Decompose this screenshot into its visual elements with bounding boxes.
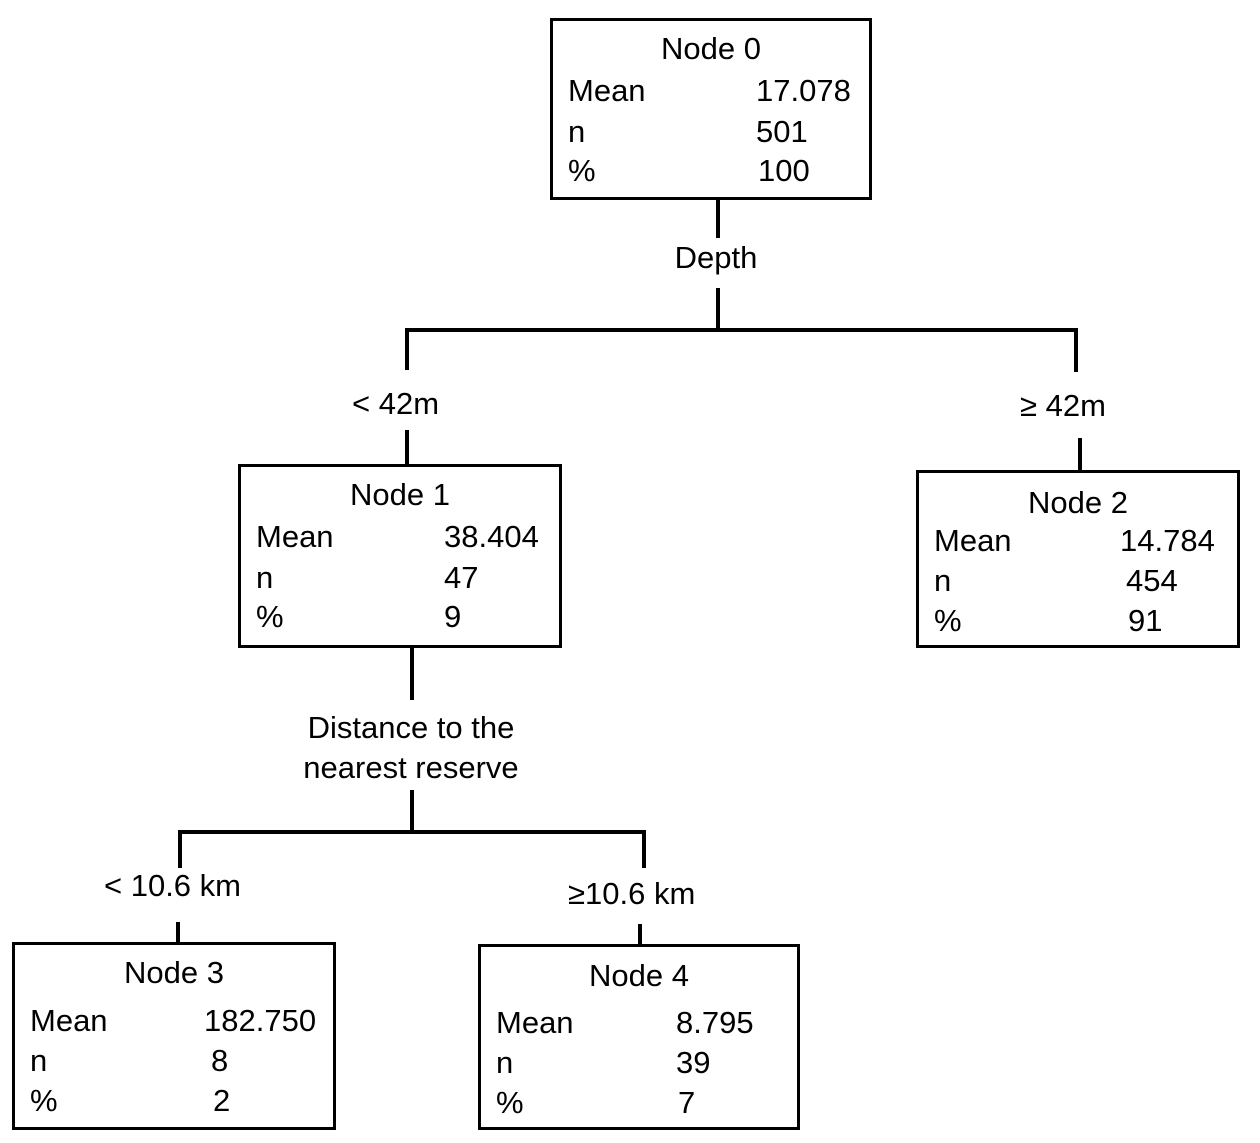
- node-3-pct-label: %: [30, 1083, 58, 1118]
- node-1-n-value: 47: [444, 560, 479, 595]
- split-0-right-condition: ≥ 42m: [1020, 388, 1106, 424]
- node-0-mean-label: Mean: [568, 73, 646, 108]
- node-3-pct-row: % 2: [30, 1083, 323, 1119]
- node-2-n-row: n 454: [934, 563, 1227, 599]
- node-0-mean-row: Mean 17.078: [568, 73, 859, 109]
- node-3-n-label: n: [30, 1043, 48, 1078]
- node-3-mean-label: Mean: [30, 1003, 108, 1038]
- node-3-n-row: n 8: [30, 1043, 323, 1079]
- node-4-n-value: 39: [676, 1045, 711, 1080]
- node-1-n-label: n: [256, 560, 274, 595]
- node-4-mean-row: Mean 8.795: [496, 1005, 787, 1041]
- node-2-mean-label: Mean: [934, 523, 1012, 558]
- node-4-mean-label: Mean: [496, 1005, 574, 1040]
- node-4-title: Node 4: [589, 958, 689, 993]
- node-1-mean-value: 38.404: [444, 519, 539, 554]
- node-3-mean-value: 182.750: [204, 1003, 317, 1038]
- split-0-left-condition: < 42m: [352, 386, 440, 422]
- node-1-pct-label: %: [256, 599, 284, 634]
- node-4-n-label: n: [496, 1045, 514, 1080]
- node-0-n-label: n: [568, 114, 586, 149]
- node-1-mean-row: Mean 38.404: [256, 519, 549, 555]
- node-0-n-value: 501: [756, 114, 808, 149]
- node-0-pct-row: % 100: [568, 153, 859, 189]
- node-2-mean-row: Mean 14.784: [934, 523, 1227, 559]
- split-1-right-condition: ≥10.6 km: [568, 876, 696, 912]
- node-0-mean-value: 17.078: [756, 73, 851, 108]
- node-4-n-row: n 39: [496, 1045, 787, 1081]
- split-0-variable: Depth: [662, 238, 770, 278]
- node-1-pct-row: % 9: [256, 599, 549, 635]
- node-3-title: Node 3: [124, 955, 224, 990]
- node-2-mean-value: 14.784: [1120, 523, 1215, 558]
- node-3-mean-row: Mean 182.750: [30, 1003, 323, 1039]
- node-4-pct-row: % 7: [496, 1085, 787, 1121]
- node-0-title: Node 0: [661, 31, 761, 66]
- node-2-n-label: n: [934, 563, 952, 598]
- node-0-pct-label: %: [568, 153, 596, 188]
- node-0-pct-value: 100: [758, 153, 810, 188]
- node-2-title: Node 2: [1028, 485, 1128, 520]
- node-4-pct-value: 7: [678, 1085, 696, 1120]
- split-1-variable-line2: nearest reserve: [303, 750, 519, 785]
- split-1-variable-line1: Distance to the: [307, 710, 515, 745]
- node-1-pct-value: 9: [444, 599, 462, 634]
- node-3-pct-value: 2: [213, 1083, 231, 1118]
- node-3-box: Node 3 Mean 182.750 n 8 % 2: [12, 942, 336, 1130]
- node-1-title: Node 1: [350, 477, 450, 512]
- node-2-pct-value: 91: [1128, 603, 1163, 638]
- node-4-pct-label: %: [496, 1085, 524, 1120]
- node-1-box: Node 1 Mean 38.404 n 47 % 9: [238, 464, 562, 648]
- node-2-box: Node 2 Mean 14.784 n 454 % 91: [916, 470, 1240, 648]
- node-0-n-row: n 501: [568, 114, 859, 150]
- node-0-box: Node 0 Mean 17.078 n 501 % 100: [550, 18, 872, 200]
- node-1-mean-label: Mean: [256, 519, 334, 554]
- node-2-pct-row: % 91: [934, 603, 1227, 639]
- node-4-box: Node 4 Mean 8.795 n 39 % 7: [478, 944, 800, 1130]
- node-2-pct-label: %: [934, 603, 962, 638]
- node-1-n-row: n 47: [256, 560, 549, 596]
- split-1-variable: Distance to the nearest reserve: [286, 708, 536, 788]
- node-2-n-value: 454: [1126, 563, 1178, 598]
- split-1-left-condition: < 10.6 km: [104, 868, 241, 904]
- node-4-mean-value: 8.795: [676, 1005, 754, 1040]
- node-3-n-value: 8: [211, 1043, 229, 1078]
